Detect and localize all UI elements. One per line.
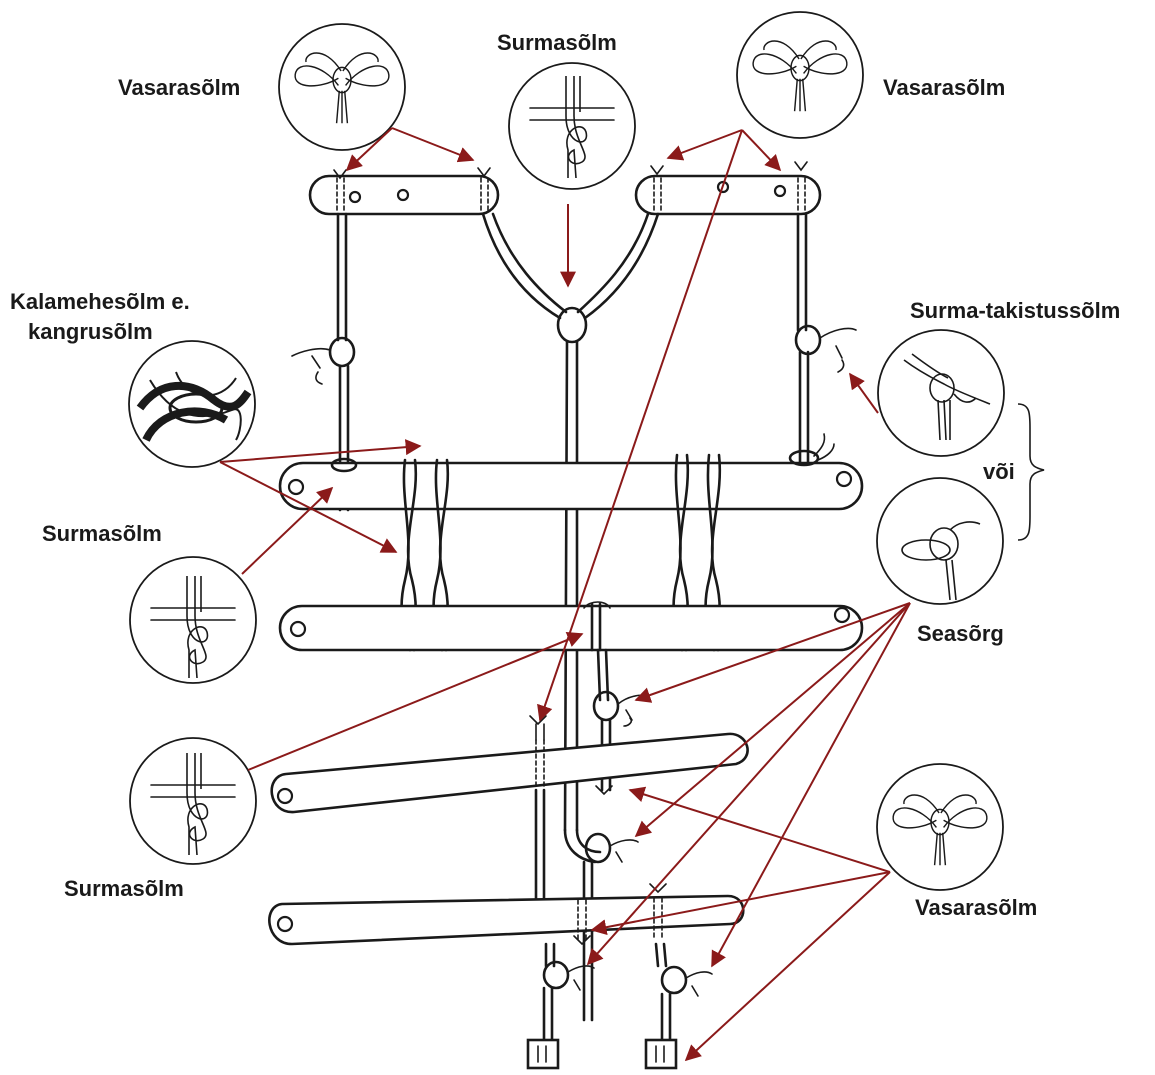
label-surmasolm-left: Surmasõlm: [42, 521, 162, 546]
label-kalamehesolm-line1: Kalamehesõlm e.: [10, 289, 190, 314]
crossbar-2: [280, 602, 862, 650]
voi-brace: [1018, 404, 1044, 540]
crossbar-1: [280, 451, 862, 509]
knot-vasarasolm-top-left-icon: [279, 24, 405, 150]
label-seasorg: Seasõrg: [917, 621, 1004, 646]
knot-surmasolm-left-icon: [130, 557, 256, 683]
knot-vasarasolm-top-right-icon: [737, 12, 863, 138]
knot-kalamehesolm-icon: [129, 341, 255, 467]
knot-surmasolm-top-icon: [509, 63, 635, 189]
knot-vasarasolm-bottom-right-icon: [877, 764, 1003, 890]
label-vasarasolm-bottom-right: Vasarasõlm: [915, 895, 1037, 920]
knot-surmasolm-bottom-icon: [130, 738, 256, 864]
knot-seasorg-icon: [877, 478, 1003, 604]
label-voi: või: [983, 459, 1015, 484]
label-kalamehesolm-line2: kangrusõlm: [28, 319, 153, 344]
label-surmasolm-top: Surmasõlm: [497, 30, 617, 55]
label-vasarasolm-top-left: Vasarasõlm: [118, 75, 240, 100]
top-left-board: [310, 168, 498, 214]
label-surmasolm-bottom: Surmasõlm: [64, 876, 184, 901]
label-vasarasolm-top-right: Vasarasõlm: [883, 75, 1005, 100]
knot-surma-takistussolm-icon: [878, 330, 1004, 456]
label-surma-takistussolm: Surma-takistussõlm: [910, 298, 1120, 323]
bottom-right-rope: [646, 944, 712, 1068]
right-side-rope: [796, 214, 856, 500]
